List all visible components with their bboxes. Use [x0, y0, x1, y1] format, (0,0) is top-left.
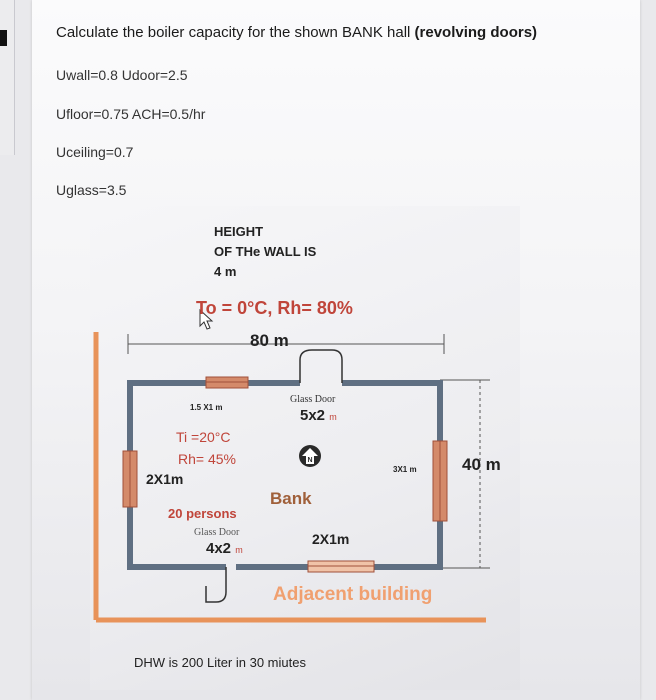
width-label: 40 m — [462, 455, 501, 474]
glass-door-top-size-value: 5x2 — [300, 407, 326, 424]
glass-door-bottom-size-value: 4x2 — [206, 540, 232, 557]
mouse-cursor-icon — [199, 308, 214, 330]
length-label: 80 m — [250, 331, 289, 350]
indoor-humidity: Rh= 45% — [178, 451, 236, 467]
dhw-note: DHW is 200 Liter in 30 miutes — [134, 655, 306, 670]
question-title-text: Calculate the boiler capacity for the sh… — [56, 24, 415, 41]
spec-ceiling: Uceiling=0.7 — [56, 144, 134, 160]
indoor-temperature: Ti =20°C — [176, 429, 231, 445]
window-bottom-label: 2X1m — [312, 531, 350, 547]
north-arrow-shape — [302, 448, 318, 464]
room-name: Bank — [270, 489, 312, 508]
north-label: N — [307, 457, 312, 464]
occupancy-label: 20 persons — [168, 506, 237, 521]
glass-door-top-size: 5x2 m — [300, 407, 337, 424]
glass-door-top-label: Glass Door — [290, 394, 336, 405]
glass-door-top-unit: m — [329, 412, 337, 422]
spec-wall-door: Uwall=0.8 Udoor=2.5 — [56, 67, 188, 83]
question-title-bold: (revolving doors) — [414, 24, 538, 41]
glass-door-bottom-swing — [205, 567, 227, 603]
spec-floor-ach: Ufloor=0.75 ACH=0.5/hr — [56, 106, 206, 122]
glass-door-bottom-size: 4x2 m — [206, 540, 243, 557]
spec-glass: Uglass=3.5 — [56, 182, 127, 198]
left-panel-marker — [0, 30, 7, 46]
glass-door-top-swing — [299, 349, 343, 383]
window-left-label: 2X1m — [146, 471, 184, 487]
height-note-line2: OF THe WALL IS — [214, 244, 317, 259]
outdoor-conditions: To = 0°C, Rh= 80% — [196, 298, 353, 318]
glass-door-bottom-label: Glass Door — [194, 527, 240, 538]
height-note-line1: HEIGHT — [214, 224, 264, 239]
question-title: Calculate the boiler capacity for the sh… — [56, 24, 537, 41]
height-note-line3: 4 m — [214, 264, 237, 279]
window-top-label: 1.5 X1 m — [190, 403, 223, 412]
adjacent-building-label: Adjacent building — [273, 584, 433, 605]
window-right-label: 3X1 m — [393, 465, 417, 474]
glass-door-bottom-unit: m — [235, 545, 243, 555]
